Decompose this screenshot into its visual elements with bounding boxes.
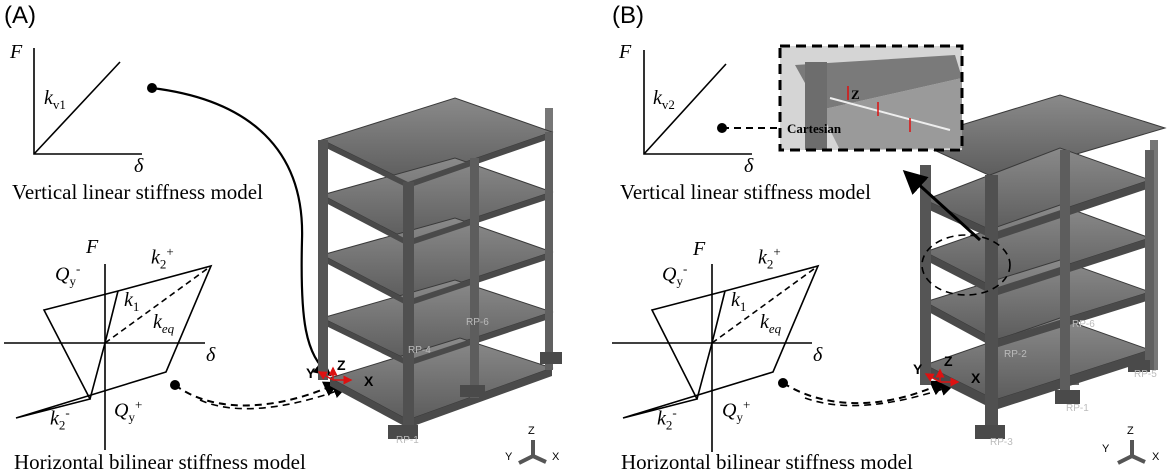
- local-axis-y-label-b: Y: [913, 361, 923, 377]
- vertical-x-axis-label-a: δ: [134, 155, 144, 177]
- panel-label-b: (B): [612, 2, 644, 29]
- vertical-x-axis-label-b: δ: [744, 155, 754, 177]
- triad-x-label-a: X: [552, 451, 560, 463]
- local-axis-z-label-a: Z: [337, 357, 346, 373]
- local-axes-a: [317, 366, 353, 385]
- detail-ellipse: [921, 234, 1011, 296]
- detail-leader-arrow: [902, 169, 982, 242]
- triad-y-label-a: Y: [505, 451, 513, 463]
- reference-point-label: RP-5: [1134, 369, 1157, 380]
- local-axis-x-label-b: X: [971, 370, 981, 386]
- connector-dot-a-bottom: [170, 380, 180, 390]
- connector-dot-a-top: [147, 83, 157, 93]
- k2-minus-label-b: k2-: [657, 405, 677, 433]
- panel-label-a: (A): [4, 2, 36, 29]
- qy-plus-label-b: Qy+: [722, 397, 751, 425]
- horizontal-x-axis-label-b: δ: [813, 344, 823, 366]
- k2-plus-label-a: k2+: [151, 244, 174, 272]
- local-axis-z-label-b: Z: [944, 353, 953, 369]
- connector-dot-b-top: [717, 123, 727, 133]
- building-model-a: [318, 97, 562, 439]
- stiffness-kv2-label: kv2: [653, 87, 675, 112]
- connector-dashed-a: [174, 381, 340, 407]
- vertical-model-caption-b: Vertical linear stiffness model: [620, 180, 871, 204]
- reference-point-label: RP-6: [1072, 319, 1095, 330]
- reference-point-label: RP-6: [466, 317, 489, 328]
- vertical-linear-graph-b: [643, 50, 752, 155]
- qy-minus-label-b: Qy-: [662, 261, 688, 289]
- stiffness-kv1-label: kv1: [44, 87, 66, 112]
- triad-y-label-b: Y: [1102, 443, 1110, 455]
- detail-inset: [778, 44, 964, 152]
- vertical-linear-graph-a: [33, 48, 142, 155]
- building-model-b: [910, 94, 1167, 439]
- horizontal-model-caption-a: Horizontal bilinear stiffness model: [14, 450, 306, 474]
- qy-minus-label-a: Qy-: [55, 261, 81, 289]
- horizontal-y-axis-label-a: F: [86, 236, 99, 258]
- keq-label-a: keq: [153, 311, 175, 336]
- local-axis-y-label-a: Y: [306, 365, 316, 381]
- keq-label-b: keq: [760, 311, 782, 336]
- vertical-y-axis-label-b: F: [619, 41, 632, 63]
- horizontal-model-caption-b: Horizontal bilinear stiffness model: [621, 450, 913, 474]
- bilinear-graph-b: [612, 264, 820, 452]
- connector-dashed-b-bottom: [782, 380, 947, 405]
- triad-b: [1117, 440, 1146, 465]
- connector-dot-b-bottom: [778, 378, 788, 388]
- k2-plus-label-b: k2+: [758, 244, 781, 272]
- inset-cartesian-label: Cartesian: [787, 121, 842, 136]
- k1-label-b: k1: [731, 289, 747, 314]
- vertical-y-axis-label-a: F: [10, 41, 23, 63]
- qy-plus-label-a: Qy+: [114, 397, 143, 425]
- reference-point-label: RP-2: [1004, 349, 1027, 360]
- k2-minus-label-a: k2-: [50, 405, 70, 433]
- triad-x-label-b: X: [1152, 451, 1160, 463]
- connector-curve-a: [151, 86, 332, 377]
- local-axis-x-label-a: X: [364, 373, 374, 389]
- reference-point-label: RP-1: [396, 435, 419, 446]
- horizontal-y-axis-label-b: F: [693, 238, 706, 260]
- k1-label-a: k1: [124, 289, 140, 314]
- bilinear-graph-a: [4, 264, 213, 450]
- vertical-model-caption-a: Vertical linear stiffness model: [12, 180, 263, 204]
- triad-z-label-a: Z: [528, 425, 535, 437]
- triad-z-label-b: Z: [1127, 425, 1134, 437]
- reference-point-label: RP-1: [1066, 403, 1089, 414]
- triad-a: [518, 440, 547, 465]
- reference-point-label: RP-4: [408, 345, 431, 356]
- reference-point-label: RP-3: [990, 437, 1013, 448]
- local-axes-b: [924, 368, 960, 387]
- inset-z-label: Z: [851, 87, 860, 102]
- horizontal-x-axis-label-a: δ: [206, 344, 216, 366]
